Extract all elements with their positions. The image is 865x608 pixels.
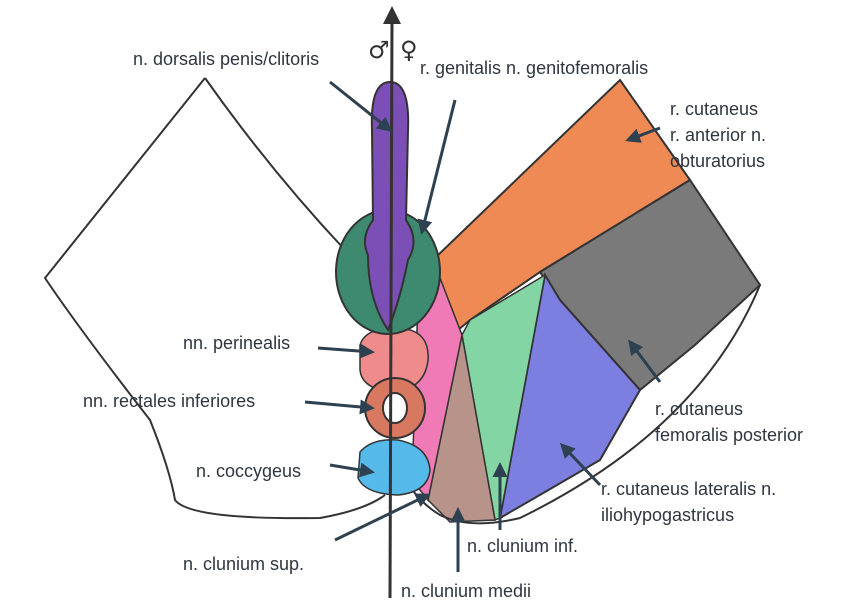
label-iliohypogastricus-line1: r. cutaneus lateralis n. — [601, 479, 777, 499]
label-clunium-sup: n. clunium sup. — [183, 554, 305, 574]
region-coccygeus — [357, 439, 431, 496]
arrow-clunium-sup — [334, 493, 431, 542]
arrow-femoralis — [628, 339, 662, 383]
arrow-coccygeus — [329, 462, 375, 478]
male-symbol: ♂ — [368, 36, 390, 64]
label-femoralis-line2: femoralis posterior — [655, 425, 804, 445]
left-outline — [43, 77, 386, 520]
arrow-obturatorius — [625, 126, 661, 143]
label-obturatorius: r. cutaneus r. anterior n. obturatorius — [670, 98, 766, 172]
label-clunium-medii: n. clunium medii — [401, 581, 532, 601]
left-upper-outline — [204, 77, 346, 251]
arrow-dorsalis — [329, 80, 393, 132]
region-clunium-inf — [461, 273, 547, 522]
label-dorsalis: n. dorsalis penis/clitoris — [133, 49, 320, 69]
label-iliohypogastricus-line2: iliohypogastricus — [601, 505, 735, 525]
arrow-perinealis — [317, 343, 375, 359]
right-outline — [399, 284, 761, 525]
arrow-iliohypogastricus — [559, 442, 602, 487]
arrow-genitalis — [417, 99, 457, 235]
label-obturatorius-line3: obturatorius — [670, 151, 766, 171]
anus-ring — [382, 392, 408, 424]
label-rectales: nn. rectales inferiores — [83, 391, 256, 411]
arrow-rectales — [304, 399, 375, 415]
label-obturatorius-line1: r. cutaneus — [670, 99, 759, 119]
label-clunium-inf: n. clunium inf. — [467, 536, 579, 556]
label-femoralis: r. cutaneus femoralis posterior — [655, 398, 803, 446]
label-femoralis-line1: r. cutaneus — [655, 399, 744, 419]
label-perinealis: nn. perinealis — [183, 333, 291, 353]
midline-arrowhead — [383, 6, 401, 24]
label-genitalis: r. genitalis n. genitofemoralis — [420, 58, 649, 78]
label-coccygeus: n. coccygeus — [196, 461, 302, 481]
midline-axis — [388, 17, 394, 599]
label-iliohypogastricus: r. cutaneus lateralis n. iliohypogastric… — [601, 478, 776, 526]
label-obturatorius-line2: r. anterior n. — [670, 125, 767, 145]
region-dorsalis — [363, 80, 415, 333]
female-symbol: ♀ — [400, 36, 418, 64]
